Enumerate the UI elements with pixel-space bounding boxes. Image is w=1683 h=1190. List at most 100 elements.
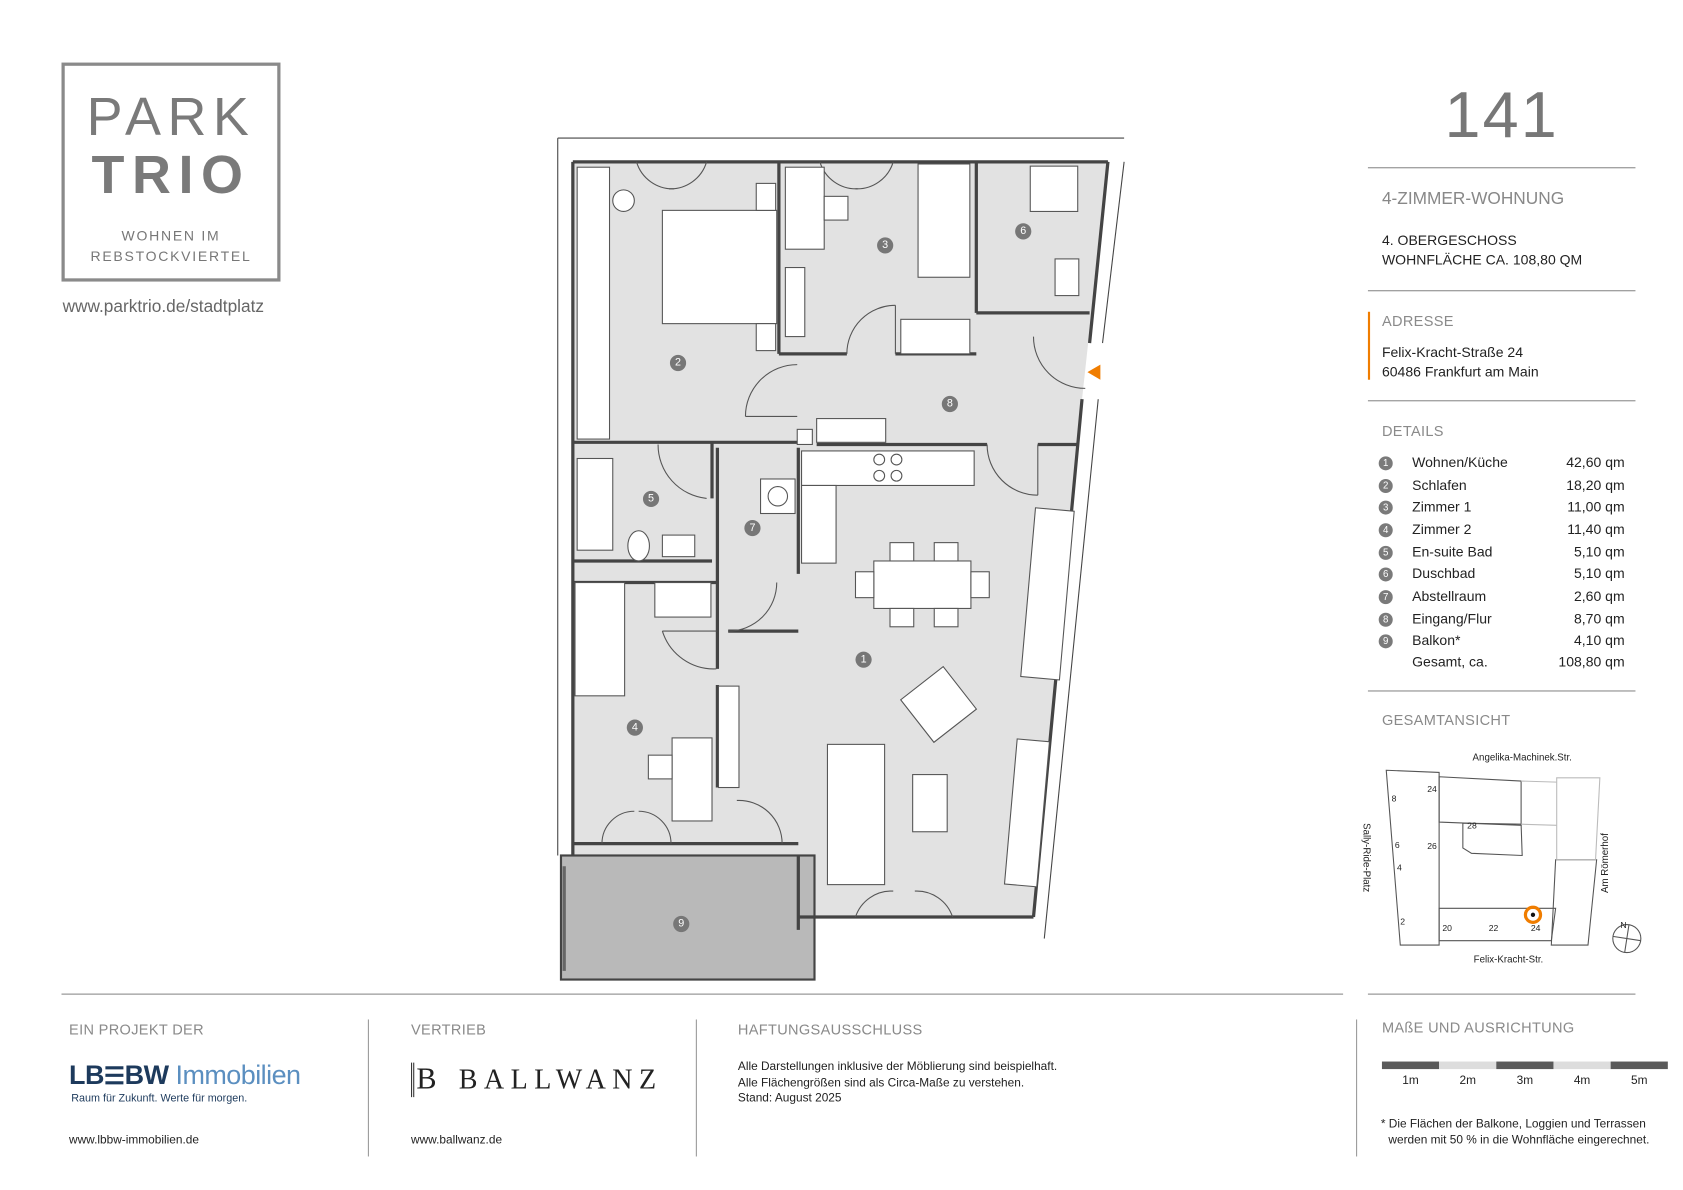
scale-label: 5m [1630, 1074, 1648, 1088]
room-area: 5,10 qm [1573, 543, 1625, 560]
sofa [826, 743, 886, 886]
room-marker: 5 [642, 490, 660, 508]
unit-type: 4-ZIMMER-WOHNUNG [1381, 189, 1565, 209]
street-south: Felix-Kracht-Str. [1473, 953, 1544, 965]
lbbw-logo: LB☰BW Immobilien [69, 1060, 301, 1091]
unit-number: 141 [1444, 78, 1559, 152]
room-name: Balkon* [1412, 632, 1461, 649]
divider [1367, 400, 1636, 402]
balcony-floor [559, 854, 816, 981]
divider [1367, 290, 1636, 292]
site-plan-heading: GESAMTANSICHT [1381, 712, 1511, 729]
scale-label: 4m [1573, 1074, 1591, 1088]
house-number: 22 [1488, 923, 1499, 934]
house-number: 8 [1391, 793, 1397, 804]
sales-url[interactable]: www.ballwanz.de [411, 1133, 503, 1147]
developer-heading: EIN PROJEKT DER [69, 1021, 204, 1038]
room-number-badge: 4 [1378, 523, 1393, 538]
divider [1367, 690, 1636, 692]
house-number: 24 [1530, 923, 1541, 934]
room-name: Schlafen [1412, 476, 1467, 494]
house-number: 4 [1397, 863, 1402, 873]
disclaimer-line-2: Alle Flächengrößen sind als Circa-Maße z… [737, 1076, 1025, 1090]
room-name: Abstellraum [1412, 587, 1487, 605]
room-marker: 6 [1015, 223, 1032, 240]
wardrobe [576, 166, 611, 440]
ballwanz-monogram-icon: B [411, 1062, 437, 1098]
divider [1367, 993, 1636, 995]
disclaimer-heading: HAFTUNGSAUSSCHLUSS [737, 1021, 923, 1038]
footnote-line-2: werden mit 50 % in die Wohnfläche einger… [1388, 1133, 1650, 1147]
lbbw-slogan: Raum für Zukunft. Werte für morgen. [71, 1092, 248, 1105]
ballwanz-logo: B BALLWANZ [411, 1062, 663, 1098]
room-number-badge: 6 [1378, 567, 1393, 582]
room-name: Zimmer 2 [1412, 521, 1472, 538]
entrance-marker [1087, 364, 1101, 380]
room-row: 6 Duschbad 5,10 qm [1378, 565, 1625, 584]
divider [1356, 1019, 1358, 1157]
dining-table [873, 560, 972, 609]
room-area: 11,40 qm [1567, 521, 1625, 538]
park-trio-logo: PARK TRIO WOHNEN IM REBSTOCKVIERTEL [61, 62, 281, 282]
house-number: 6 [1394, 840, 1400, 851]
room-marker: 3 [877, 237, 894, 254]
lbbw-logo-lb: LB [69, 1060, 104, 1091]
total-label: Gesamt, ca. [1412, 653, 1488, 670]
room-marker: 4 [626, 719, 643, 736]
logo-tagline-1: WOHNEN IM [121, 227, 221, 244]
street-north: Angelika-Machinek.Str. [1472, 751, 1572, 763]
room-marker: 7 [744, 519, 761, 537]
room-name: Eingang/Flur [1412, 610, 1492, 627]
room-name: Duschbad [1412, 565, 1476, 582]
developer-url[interactable]: www.lbbw-immobilien.de [69, 1133, 199, 1147]
armchair [899, 665, 978, 744]
walls [557, 137, 1125, 939]
room-marker: 1 [855, 651, 872, 668]
logo-trio: TRIO [91, 144, 251, 205]
room-number-badge: 1 [1378, 456, 1393, 471]
house-number: 26 [1427, 841, 1437, 852]
divider [367, 1019, 369, 1157]
address-city: 60486 Frankfurt am Main [1381, 363, 1539, 380]
doors [601, 161, 1086, 918]
room-area: 42,60 qm [1566, 454, 1625, 471]
lbbw-logo-immobilien: Immobilien [175, 1060, 301, 1091]
total-area: 108,80 qm [1558, 653, 1625, 670]
room-marker: 2 [669, 354, 687, 372]
bed [661, 209, 778, 325]
room-area: 2,60 qm [1573, 587, 1625, 605]
street-west: Sally-Ride-Platz [1361, 823, 1373, 893]
lbbw-logo-bw: BW [124, 1060, 169, 1091]
logo-tagline-2: REBSTOCKVIERTEL [90, 248, 252, 265]
room-area: 4,10 qm [1573, 632, 1625, 649]
sales-heading: VERTRIEB [411, 1021, 487, 1038]
project-url[interactable]: www.parktrio.de/stadtplatz [62, 297, 265, 317]
total-row: Gesamt, ca. 108,80 qm [1379, 654, 1625, 673]
furniture [574, 163, 1080, 888]
unit-floor: 4. OBERGESCHOSS [1381, 231, 1517, 249]
address-heading: ADRESSE [1381, 312, 1454, 330]
footnote-line-1: * Die Flächen der Balkone, Loggien und T… [1380, 1117, 1646, 1131]
scale-label: 3m [1516, 1074, 1534, 1088]
disclaimer-line-1: Alle Darstellungen inklusive der Möblier… [737, 1060, 1058, 1074]
kitchen-counter [801, 450, 975, 486]
room-row: 1 Wohnen/Küche 42,60 qm [1378, 454, 1625, 473]
house-number: 28 [1467, 820, 1477, 831]
room-area: 5,10 qm [1573, 565, 1625, 582]
room-number-badge: 3 [1378, 500, 1393, 515]
room-number-badge: 5 [1378, 545, 1393, 560]
house-number: 2 [1400, 916, 1406, 927]
address-street: Felix-Kracht-Straße 24 [1381, 344, 1524, 361]
room-name: Zimmer 1 [1412, 498, 1472, 515]
details-heading: DETAILS [1381, 422, 1444, 440]
room-row: 4 Zimmer 2 11,40 qm [1378, 521, 1625, 540]
room-name: Wohnen/Küche [1412, 454, 1508, 471]
logo-park: PARK [86, 86, 256, 147]
